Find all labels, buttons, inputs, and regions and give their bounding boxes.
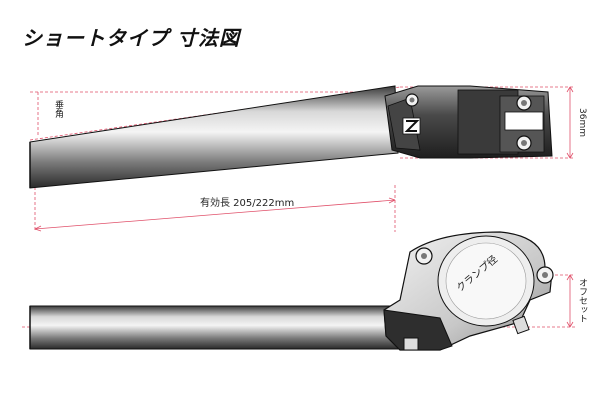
top-dimension-arrows xyxy=(34,86,574,232)
side-handle-bar xyxy=(29,305,401,350)
side-clamp xyxy=(383,231,553,351)
top-view: 垂角 有効長 205/222mm 36mm xyxy=(29,85,587,232)
side-bolts xyxy=(403,247,554,351)
top-handle-bar xyxy=(29,85,399,189)
effective-length-label: 有効長 205/222mm xyxy=(200,196,294,209)
top-bolts xyxy=(405,93,532,151)
z-logo-icon xyxy=(402,117,421,135)
offset-label: オフセット xyxy=(577,278,588,323)
drop-angle-label: 垂角 xyxy=(53,99,64,119)
bolt-icon xyxy=(512,315,530,335)
side-dimension-arrows xyxy=(566,274,574,328)
height-label: 36mm xyxy=(577,108,587,137)
top-clamp-body xyxy=(384,85,553,159)
side-view: クランプ径 オフセット xyxy=(22,231,588,351)
page-title: ショートタイプ 寸法図 xyxy=(22,26,240,50)
